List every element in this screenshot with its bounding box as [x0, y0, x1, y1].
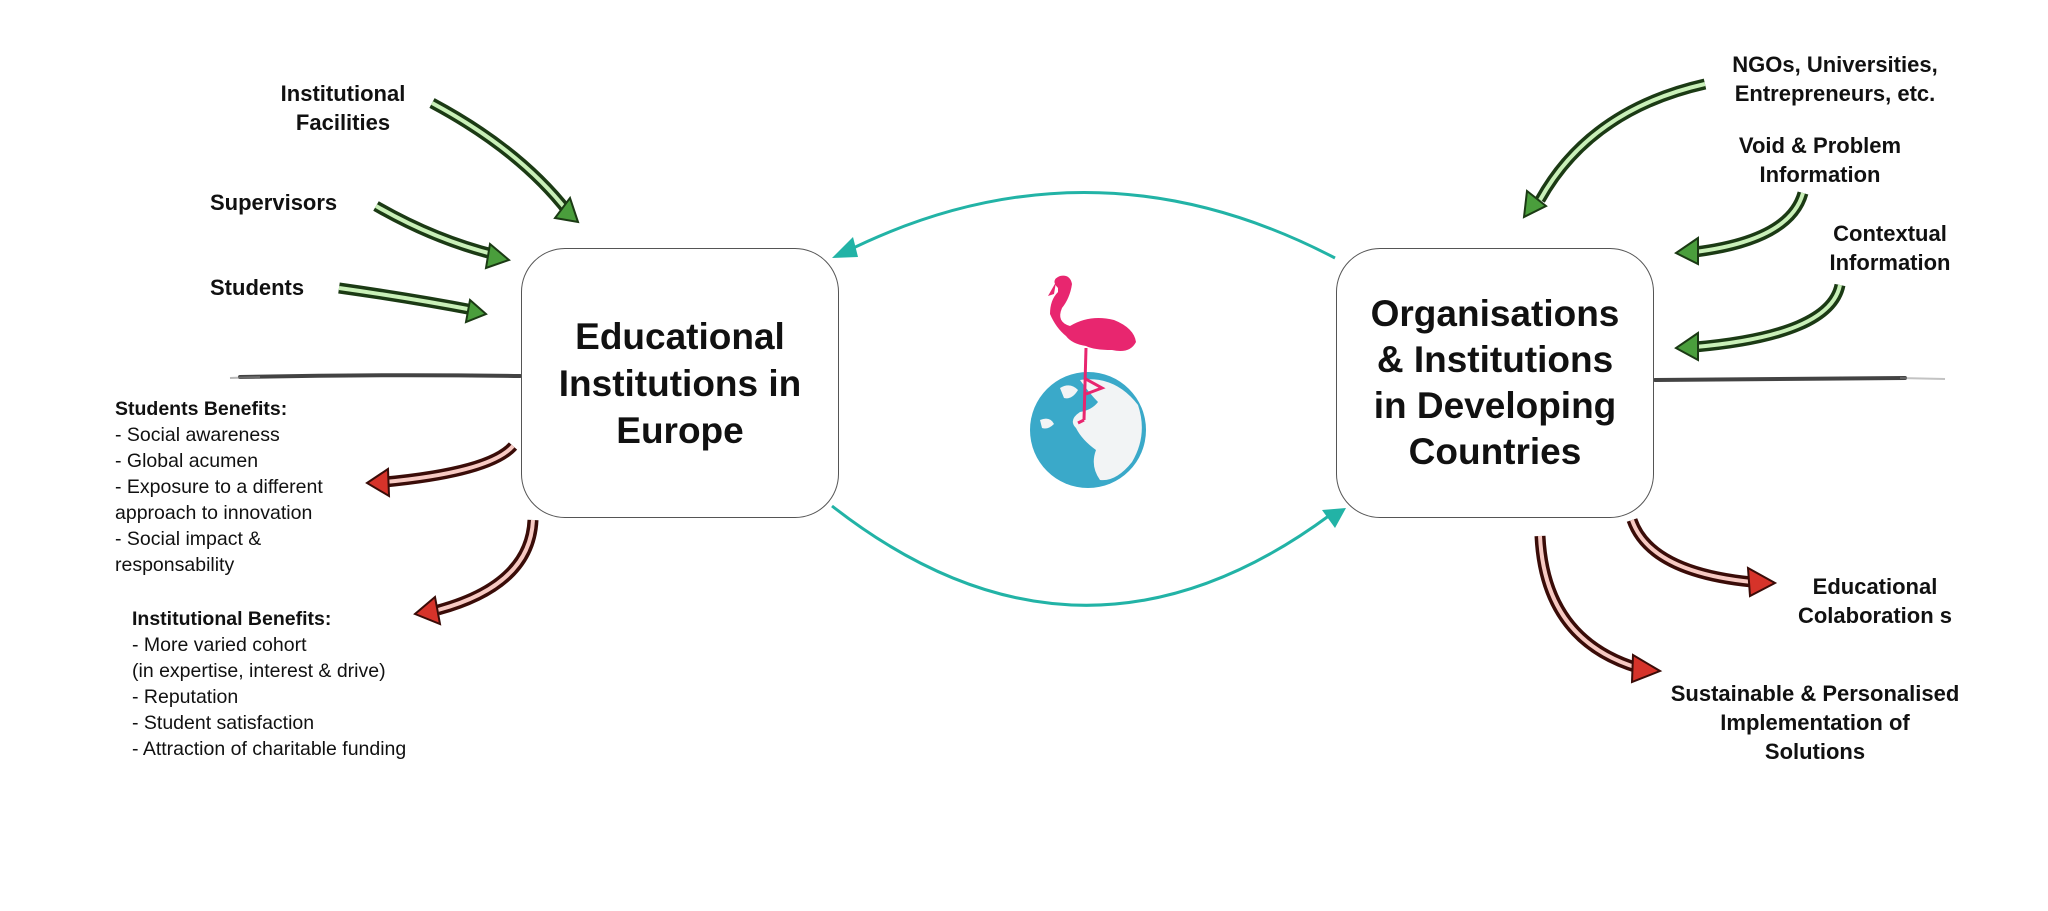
input-label-contextual: Contextual Information	[1815, 219, 1965, 277]
input-label-institutional-facilities: Institutional Facilities	[268, 79, 418, 137]
node-organisations-developing-countries[interactable]: Organisations & Institutions in Developi…	[1336, 248, 1654, 518]
arrow-students	[338, 282, 488, 324]
arrow-ngos	[1522, 78, 1707, 219]
benefit-item: - Social awareness	[115, 424, 280, 446]
title-line: in Developing	[1373, 385, 1617, 426]
arrow-institutional-facilities	[429, 98, 580, 224]
arrow-supervisors	[373, 201, 511, 270]
benefit-item: responsability	[115, 554, 235, 576]
benefit-item: - Student satisfaction	[132, 712, 315, 734]
label-line: Information	[1829, 250, 1951, 275]
arrow-institutional-benefits	[413, 519, 539, 626]
arrow-contextual	[1674, 283, 1846, 362]
node-title: Organisations & Institutions in Developi…	[1371, 291, 1620, 475]
output-label-educational-collaborations: Educational Colaboration s	[1785, 572, 1965, 630]
node-educational-institutions-europe[interactable]: Educational Institutions in Europe	[521, 248, 839, 518]
label-line: Students	[210, 275, 305, 300]
label-line: NGOs, Universities,	[1732, 52, 1938, 77]
title-line: Europe	[616, 409, 744, 451]
institutional-benefits-list: Institutional Benefits: - More varied co…	[132, 606, 406, 762]
label-line: Supervisors	[210, 190, 338, 215]
input-label-void-problem: Void & Problem Information	[1715, 131, 1925, 189]
label-line: Contextual	[1833, 221, 1947, 246]
arrow-sustainable-solutions	[1534, 535, 1663, 684]
label-line: Solutions	[1764, 739, 1866, 764]
label-line: Colaboration s	[1797, 603, 1952, 628]
exchange-arrow-to-developing	[831, 504, 1331, 607]
arrow-educational-collaborations	[1626, 517, 1778, 598]
title-line: Organisations	[1370, 293, 1620, 334]
output-label-sustainable-solutions: Sustainable & Personalised Implementatio…	[1655, 679, 1975, 766]
title-line: Educational	[575, 315, 785, 357]
flamingo-on-globe-icon	[1020, 270, 1180, 495]
benefit-item: (in expertise, interest & drive)	[132, 660, 386, 682]
arrow-student-benefits	[365, 442, 518, 498]
label-line: Institutional	[280, 81, 406, 106]
title-line: Institutions in	[558, 362, 802, 404]
benefit-item: - More varied cohort	[132, 634, 307, 656]
left-horizon-line	[229, 373, 522, 379]
benefit-item: approach to innovation	[115, 502, 313, 524]
benefit-item: - Attraction of charitable funding	[132, 738, 407, 760]
benefit-item: - Exposure to a different	[115, 476, 323, 498]
label-line: Implementation of	[1720, 710, 1910, 735]
label-line: Entrepreneurs, etc.	[1734, 81, 1936, 106]
title-line: & Institutions	[1376, 339, 1614, 380]
benefits-heading: Institutional Benefits:	[132, 608, 332, 630]
label-line: Information	[1759, 162, 1881, 187]
input-label-students: Students	[210, 273, 304, 302]
label-line: Facilities	[295, 110, 391, 135]
benefit-item: - Global acumen	[115, 450, 259, 472]
student-benefits-list: Students Benefits: - Social awareness - …	[115, 396, 323, 578]
benefits-heading: Students Benefits:	[115, 398, 288, 420]
label-line: Void & Problem	[1738, 133, 1902, 158]
benefit-item: - Reputation	[132, 686, 239, 708]
benefit-item: - Social impact &	[115, 528, 262, 550]
right-horizon-line	[1653, 376, 1946, 382]
arrow-void-problem	[1674, 191, 1809, 266]
label-line: Sustainable & Personalised	[1670, 681, 1960, 706]
title-line: Countries	[1408, 431, 1582, 472]
exchange-arrow-to-europe	[844, 191, 1336, 260]
input-label-supervisors: Supervisors	[210, 188, 337, 217]
label-line: Educational	[1812, 574, 1938, 599]
node-title: Educational Institutions in Europe	[559, 313, 802, 454]
input-label-ngos: NGOs, Universities, Entrepreneurs, etc.	[1715, 50, 1955, 108]
